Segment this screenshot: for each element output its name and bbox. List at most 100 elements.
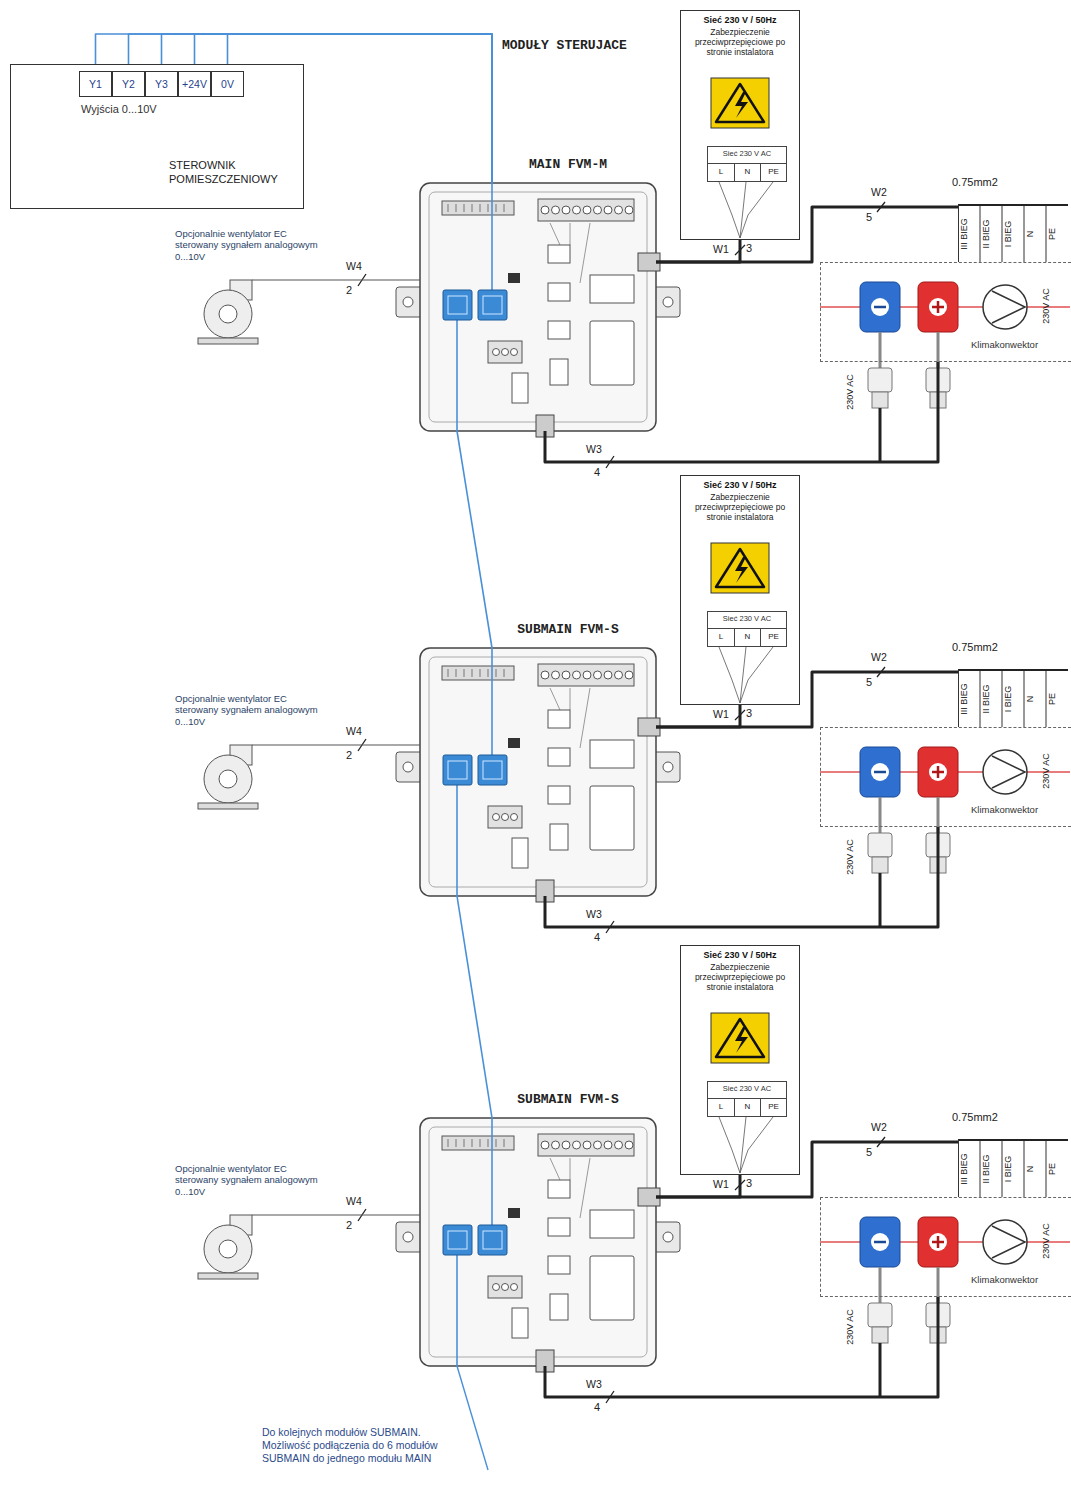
fan-speed-terminals: III BIEGII BIEGI BIEGNPE <box>958 204 1068 262</box>
fan-coil-text: Klimakonwektor <box>971 339 1051 350</box>
output-terminal: 0V <box>211 71 244 97</box>
power-supply-text: Sieć 230 V / 50Hz <box>685 15 795 25</box>
terminal-name: Sieć 230 V AC <box>708 612 786 629</box>
terminal-name: PE <box>760 164 786 182</box>
power-supply-text: Zabezpieczenie przeciwprzepięciowe po st… <box>685 962 795 993</box>
power-supply-box: Sieć 230 V / 50HzZabezpieczenie przeciwp… <box>680 945 800 1175</box>
terminal-name: PE <box>1047 1140 1069 1198</box>
bus-wire <box>457 431 492 648</box>
terminal-name: PE <box>1047 670 1069 728</box>
conductor-count: 2 <box>346 1219 352 1231</box>
power-supply-box: Sieć 230 V / 50HzZabezpieczenie przeciwp… <box>680 10 800 240</box>
terminal-name: Y1 <box>89 78 102 90</box>
wire-label: W3 <box>585 1378 603 1390</box>
wire-label: W2 <box>870 651 888 663</box>
conductor-count: 3 <box>746 707 752 719</box>
wire-label: W4 <box>345 1195 363 1207</box>
terminal-name: N <box>1025 205 1047 263</box>
terminal-name: I BIEG <box>1003 670 1025 728</box>
terminal-name: N <box>734 1099 760 1117</box>
wire-label: W1 <box>712 1178 730 1190</box>
fan-note: Opcjonalnie wentylator EC sterowany sygn… <box>175 1163 325 1197</box>
fan-coil-text: 230V AC <box>1041 1216 1051 1266</box>
signal-cable <box>325 1214 420 1215</box>
terminal-name: Sieć 230 V AC <box>708 147 786 164</box>
valve-cable <box>545 827 938 927</box>
mains-terminal-block: Sieć 230 V ACLNPE <box>707 146 787 182</box>
signal-cable <box>325 279 420 280</box>
power-supply-text: Zabezpieczenie przeciwprzepięciowe po st… <box>685 492 795 523</box>
terminal-name: L <box>708 164 734 182</box>
terminal-name: Sieć 230 V AC <box>708 1082 786 1099</box>
wire-label: W1 <box>712 708 730 720</box>
conductor-count: 3 <box>746 242 752 254</box>
illustration <box>198 543 1070 933</box>
fan-speed-cable <box>656 1142 958 1197</box>
illustration <box>198 1013 1070 1403</box>
voltage-label: 230V AC <box>845 374 855 410</box>
section-heading: MODUŁY STERUJACE <box>502 38 627 53</box>
wire-label: W4 <box>345 725 363 737</box>
cross-section: 0.75mm2 <box>952 176 998 188</box>
control-module: SUBMAIN FVM-S <box>420 648 656 896</box>
fan-speed-cable <box>656 207 958 262</box>
valve-cable <box>545 362 938 462</box>
ec-fan: Opcjonalnie wentylator EC sterowany sygn… <box>175 1163 325 1283</box>
terminal-name: I BIEG <box>1003 205 1025 263</box>
fan-speed-cable <box>656 672 958 727</box>
ec-fan: Opcjonalnie wentylator EC sterowany sygn… <box>175 228 325 348</box>
terminal-name: N <box>1025 1140 1047 1198</box>
control-module: SUBMAIN FVM-S <box>420 1118 656 1366</box>
terminal-name: III BIEG <box>959 1140 981 1198</box>
wire-label: W1 <box>712 243 730 255</box>
conductor-count: 3 <box>746 1177 752 1189</box>
terminal-name: Y2 <box>122 78 135 90</box>
terminal-name: III BIEG <box>959 670 981 728</box>
fan-speed-terminals: III BIEGII BIEGI BIEGNPE <box>958 669 1068 727</box>
output-terminal: Y2 <box>112 71 145 97</box>
controller-text: Wyjścia 0...10V <box>81 103 231 115</box>
fan-speed-terminals: III BIEGII BIEGI BIEGNPE <box>958 1139 1068 1197</box>
wire-label: W3 <box>585 443 603 455</box>
output-terminal: Y3 <box>145 71 178 97</box>
fan-coil-text: 230V AC <box>1041 746 1051 796</box>
power-supply-text: Sieć 230 V / 50Hz <box>685 480 795 490</box>
terminal-name: L <box>708 1099 734 1117</box>
power-supply-text: Zabezpieczenie przeciwprzepięciowe po st… <box>685 27 795 58</box>
fan-coil-text: Klimakonwektor <box>971 804 1051 815</box>
terminal-name: L <box>708 629 734 647</box>
conductor-count: 4 <box>594 1401 600 1413</box>
fan-coil-unit: 230V ACKlimakonwektor <box>820 1197 1071 1297</box>
voltage-label: 230V AC <box>845 839 855 875</box>
fan-note: Opcjonalnie wentylator EC sterowany sygn… <box>175 228 325 262</box>
output-terminal: +24V <box>178 71 211 97</box>
controller-text: STEROWNIK POMIESZCZENIOWY <box>169 159 299 187</box>
bus-continuation <box>457 1366 488 1470</box>
conductor-count: 2 <box>346 749 352 761</box>
module-name: MAIN FVM-M <box>480 157 656 173</box>
controller-box: Wyjścia 0...10V STEROWNIK POMIESZCZENIOWY… <box>10 64 304 209</box>
terminal-name: II BIEG <box>981 1140 1003 1198</box>
terminal-name: III BIEG <box>959 205 981 263</box>
module-name: SUBMAIN FVM-S <box>480 1092 656 1108</box>
terminal-name: PE <box>760 1099 786 1117</box>
conductor-count: 5 <box>866 1146 872 1158</box>
power-supply-box: Sieć 230 V / 50HzZabezpieczenie przeciwp… <box>680 475 800 705</box>
power-cable <box>656 1175 740 1197</box>
voltage-label: 230V AC <box>845 1309 855 1345</box>
terminal-name: +24V <box>182 78 207 90</box>
wire-label: W2 <box>870 1121 888 1133</box>
conductor-count: 5 <box>866 211 872 223</box>
terminal-name: II BIEG <box>981 205 1003 263</box>
terminal-name: 0V <box>221 78 234 90</box>
fan-note: Opcjonalnie wentylator EC sterowany sygn… <box>175 693 325 727</box>
ec-fan: Opcjonalnie wentylator EC sterowany sygn… <box>175 693 325 813</box>
power-cable <box>656 240 740 262</box>
fan-coil-unit: 230V AC Klimakonwektor <box>820 727 1071 827</box>
module-name: SUBMAIN FVM-S <box>480 622 656 638</box>
valve-cable <box>545 1297 938 1397</box>
fan-coil-unit: 230V ACKlimakonwektor <box>820 262 1071 362</box>
